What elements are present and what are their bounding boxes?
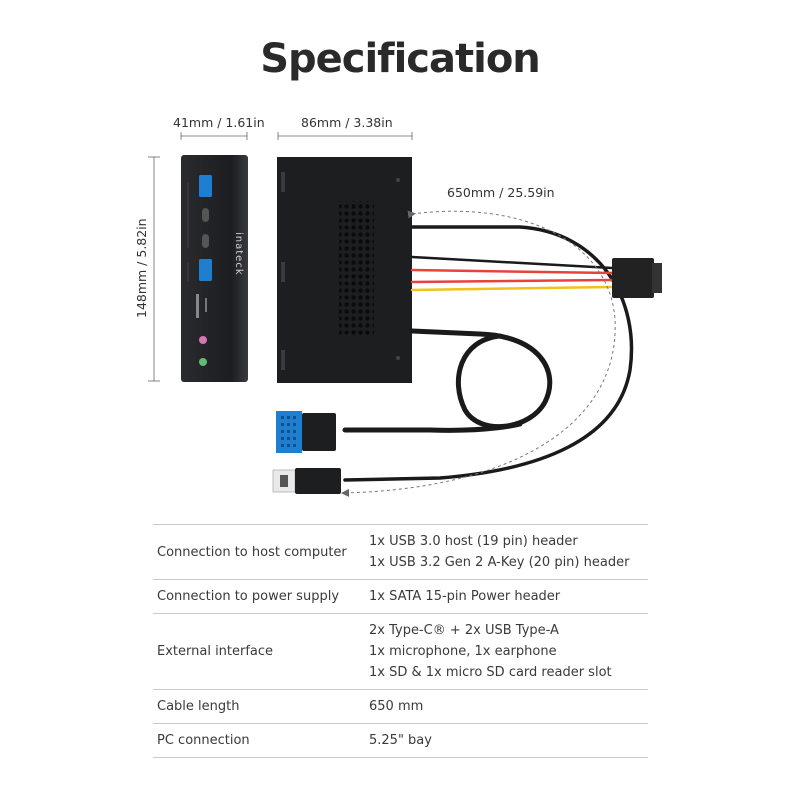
usb-20pin-header-connector bbox=[272, 468, 341, 494]
table-row: PC connection 5.25" bay bbox=[153, 723, 648, 758]
cable-length-arrow bbox=[341, 210, 616, 497]
width-dimension-label: 86mm / 3.38in bbox=[301, 115, 393, 130]
cables bbox=[342, 225, 634, 482]
usb-19pin-header-connector bbox=[276, 411, 336, 453]
spec-table: Connection to host computer 1x USB 3.0 h… bbox=[153, 524, 648, 758]
page-title: Specification bbox=[260, 36, 541, 82]
spec-value: 2x Type-C® + 2x USB Type-A 1x microphone… bbox=[365, 613, 648, 690]
usb-a-port-top bbox=[199, 175, 212, 197]
table-row: Connection to power supply 1x SATA 15-pi… bbox=[153, 579, 648, 614]
dimension-guides bbox=[148, 132, 413, 382]
front-panel bbox=[181, 155, 248, 382]
spec-value: 1x SATA 15-pin Power header bbox=[365, 579, 648, 614]
mic-jack bbox=[199, 336, 207, 344]
sd-card-slot bbox=[196, 294, 199, 318]
usb-c-port-1 bbox=[202, 208, 209, 222]
micro-sd-slot bbox=[205, 298, 207, 312]
sata-power-connector bbox=[612, 258, 662, 298]
spec-label: Connection to host computer bbox=[153, 524, 365, 580]
spec-label: Connection to power supply bbox=[153, 579, 365, 614]
spec-value: 650 mm bbox=[365, 689, 648, 724]
spec-label: External interface bbox=[153, 613, 365, 690]
side-body bbox=[277, 157, 412, 383]
spec-value: 1x USB 3.0 host (19 pin) header 1x USB 3… bbox=[365, 524, 648, 580]
product-diagram: inateck bbox=[148, 132, 662, 497]
spec-label: Cable length bbox=[153, 689, 365, 724]
usb-c-port-2 bbox=[202, 234, 209, 248]
vent-grille bbox=[339, 201, 374, 337]
usb-a-port-bottom bbox=[199, 259, 212, 281]
cable-length-label: 650mm / 25.59in bbox=[447, 185, 555, 200]
spec-value: 5.25" bay bbox=[365, 723, 648, 758]
depth-dimension-label: 41mm / 1.61in bbox=[173, 115, 265, 130]
table-row: Cable length 650 mm bbox=[153, 689, 648, 724]
table-row: Connection to host computer 1x USB 3.0 h… bbox=[153, 524, 648, 580]
brand-logo: inateck bbox=[233, 232, 244, 276]
spec-label: PC connection bbox=[153, 723, 365, 758]
ear-jack bbox=[199, 358, 207, 366]
table-row: External interface 2x Type-C® + 2x USB T… bbox=[153, 613, 648, 690]
